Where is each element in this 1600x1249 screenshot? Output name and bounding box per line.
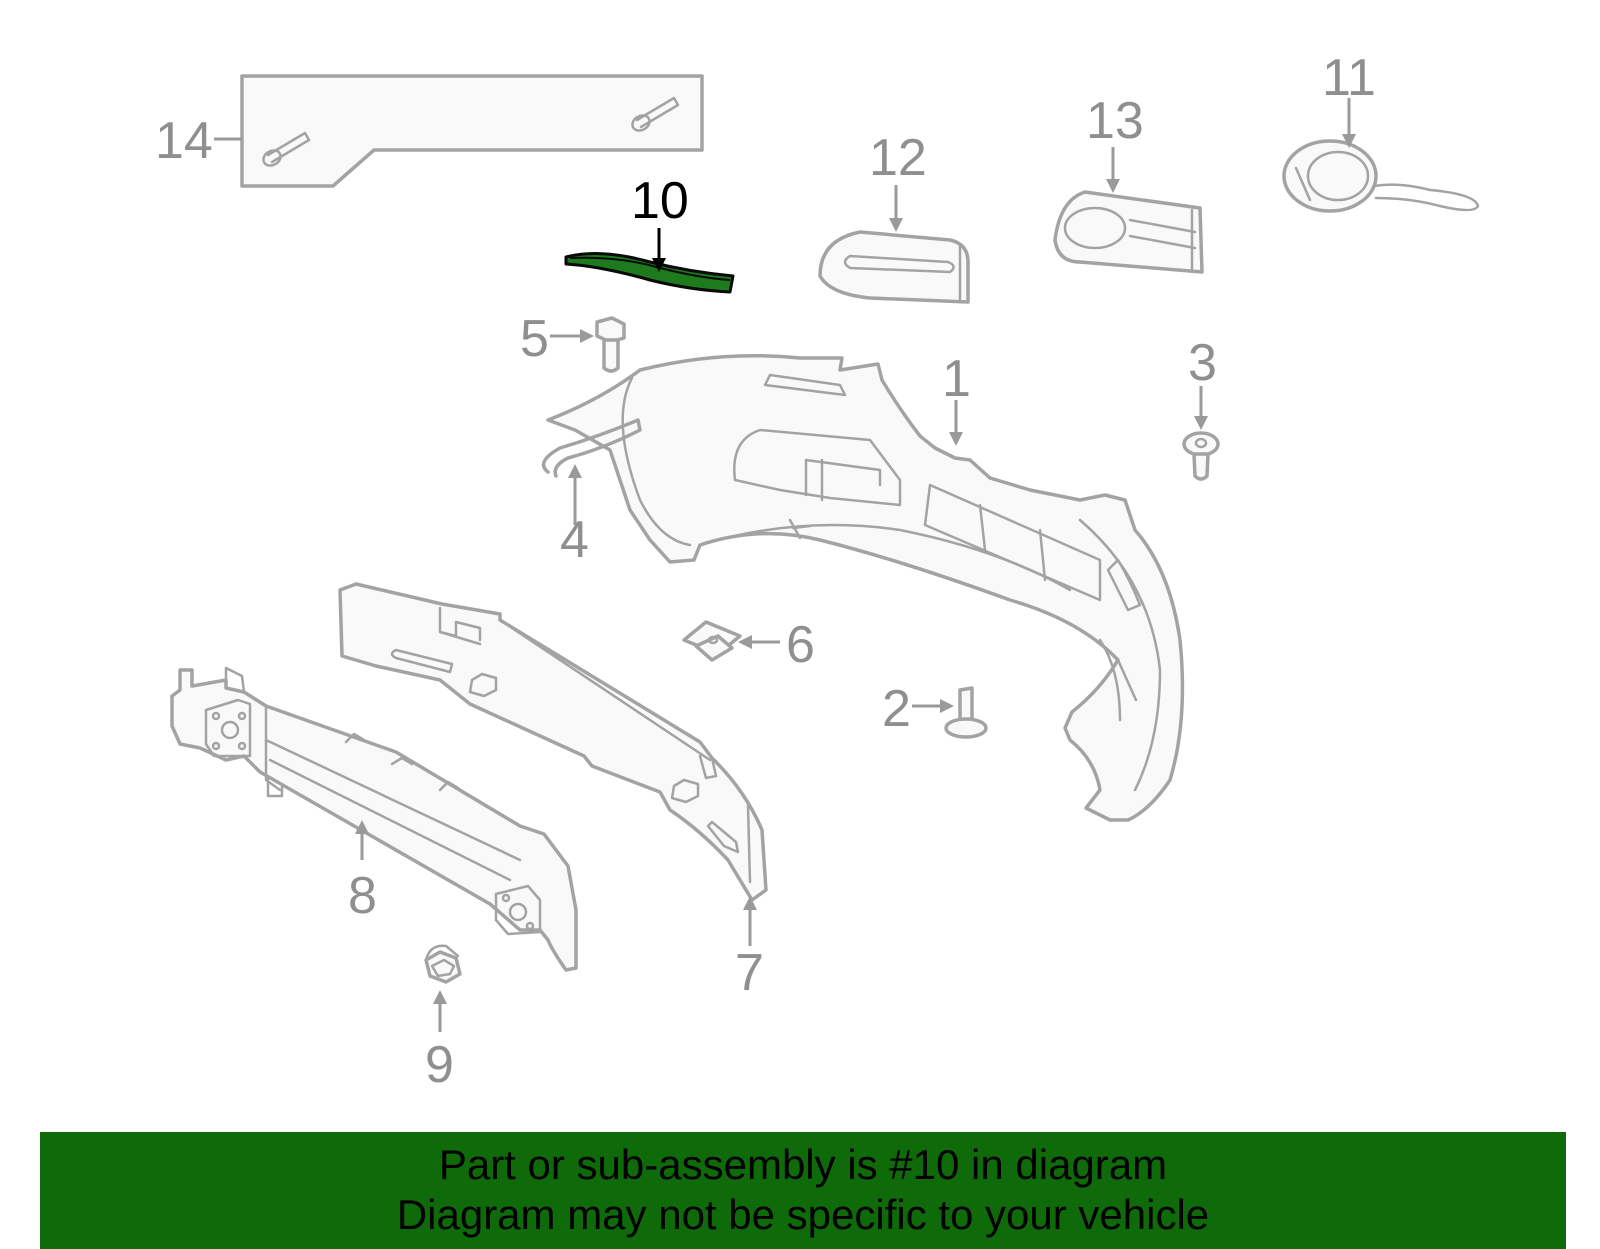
callout-10[interactable]: 10 [631, 172, 689, 230]
part-1-bumper-cover[interactable] [546, 353, 1185, 822]
part-8-reinforcement-beam[interactable] [170, 666, 578, 972]
callout-7[interactable]: 7 [735, 944, 764, 1002]
callout-4[interactable]: 4 [560, 511, 589, 569]
part-12-reflector[interactable] [818, 230, 970, 304]
callout-8[interactable]: 8 [348, 867, 377, 925]
callout-14[interactable]: 14 [155, 112, 213, 170]
banner-line-part: Part or sub-assembly is #10 in diagram [438, 1141, 1168, 1188]
arrow-9 [433, 990, 447, 1004]
callout-6[interactable]: 6 [786, 616, 815, 674]
part-9-flange-nut[interactable] [424, 944, 462, 984]
arrow-2 [940, 699, 954, 713]
info-banner: Part or sub-assembly is #10 in diagram D… [40, 1132, 1566, 1249]
arrow-6 [738, 635, 752, 649]
bolt-icon [262, 131, 311, 167]
part-10-strip[interactable] [564, 251, 735, 294]
arrow-4 [568, 464, 582, 478]
callout-11[interactable]: 11 [1322, 49, 1376, 107]
arrow-8 [355, 820, 369, 834]
banner-line-disclaimer: Diagram may not be specific to your vehi… [396, 1191, 1210, 1238]
arrow-1 [949, 432, 963, 446]
part-5-bolt[interactable] [595, 316, 626, 373]
part-2-pin[interactable] [944, 686, 988, 739]
arrow-13 [1106, 179, 1120, 193]
arrow-7 [743, 896, 757, 910]
arrow-5 [580, 329, 594, 343]
callout-2[interactable]: 2 [882, 680, 911, 738]
part-13-fog-bezel[interactable] [1053, 190, 1204, 274]
part-3-push-pin[interactable] [1182, 431, 1220, 481]
arrow-10 [652, 258, 666, 272]
part-14-bracket[interactable] [240, 74, 704, 188]
part-4-strip[interactable] [541, 418, 642, 478]
arrow-12 [889, 218, 903, 232]
callout-9[interactable]: 9 [425, 1036, 454, 1094]
arrow-3 [1194, 416, 1208, 430]
part-6-clip-nut[interactable] [682, 620, 742, 662]
part-11-fog-lamp[interactable] [1282, 139, 1480, 213]
callout-5[interactable]: 5 [520, 310, 549, 368]
callout-3[interactable]: 3 [1188, 334, 1217, 392]
callout-1[interactable]: 1 [942, 350, 971, 408]
part-7-energy-absorber[interactable] [338, 582, 768, 902]
callout-12[interactable]: 12 [869, 129, 927, 187]
arrow-11 [1342, 134, 1356, 148]
callout-13[interactable]: 13 [1086, 92, 1144, 150]
bolt-icon [631, 96, 680, 132]
